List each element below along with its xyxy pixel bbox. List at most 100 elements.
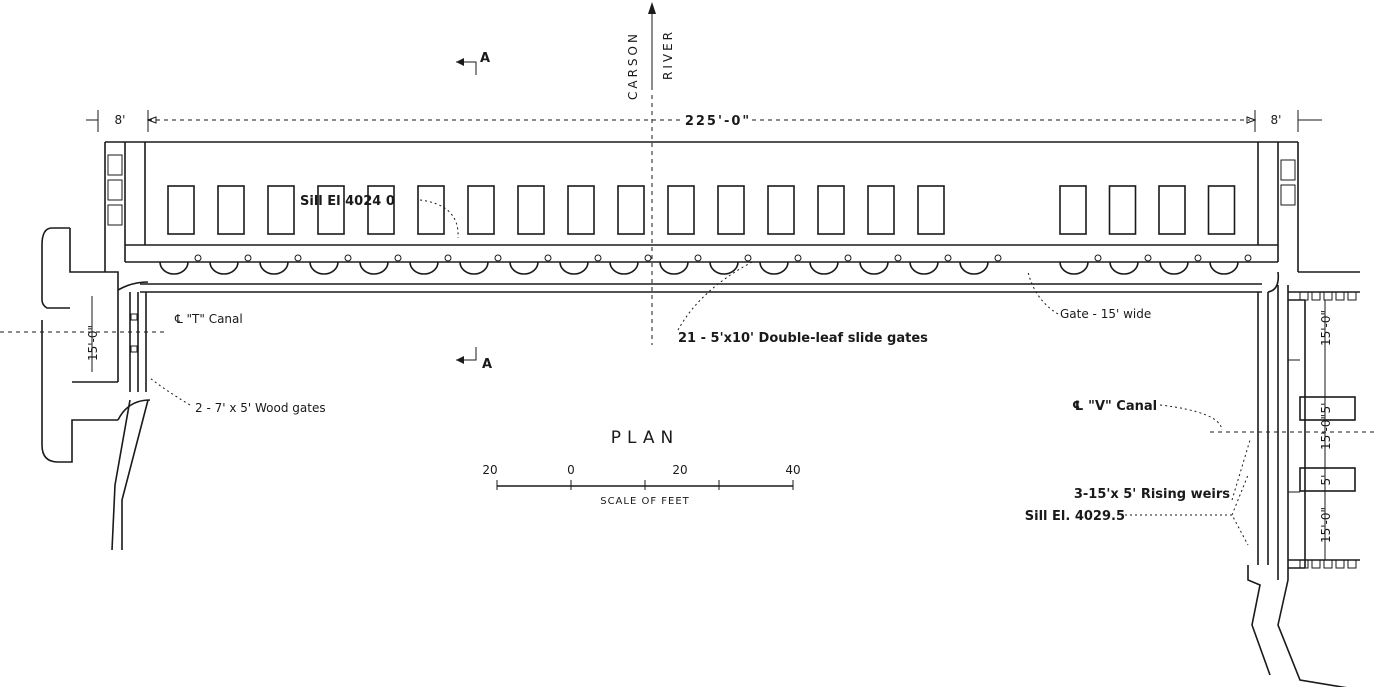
gate-pier [1059, 185, 1087, 235]
gate-hoist [744, 254, 752, 262]
gate-arc [909, 261, 939, 275]
gate-hoist [1094, 254, 1102, 262]
section-mark-bottom: A [456, 347, 492, 372]
gate-pier [217, 185, 245, 235]
gate-pier [167, 185, 195, 235]
gate-hoist [344, 254, 352, 262]
right-column-dimension: 15'-0" [1319, 507, 1333, 543]
gate-arc [459, 261, 489, 275]
gate-arc [1059, 261, 1089, 275]
north-arrow: CARSON RIVER [626, 2, 675, 345]
gate-hoist [1244, 254, 1252, 262]
t-canal-structure [0, 227, 165, 551]
scale-tick-20-right: 20 [672, 463, 687, 477]
sill-elevation-left-label: Sill El 4024 0 [300, 194, 395, 209]
right-column-dimension: 15'-0" [1319, 310, 1333, 346]
v-canal-label: ℄ "V" Canal [1072, 399, 1157, 414]
t-canal-label: ℄ "T" Canal [174, 312, 243, 326]
gate-pier [1207, 185, 1236, 235]
gate-pier [1158, 185, 1186, 235]
gate-hoist [844, 254, 852, 262]
scale-tick-0: 0 [567, 463, 575, 477]
gate-arc [409, 261, 439, 275]
gate-arc [759, 261, 789, 275]
slide-gates-label: 21 - 5'x10' Double-leaf slide gates [678, 331, 928, 346]
gate-arc [209, 261, 239, 275]
gate-arc [359, 261, 389, 275]
gate-pier [617, 185, 645, 235]
gate-hoist [644, 254, 652, 262]
slide-gate-piers [167, 185, 1236, 235]
sill-elevation-right-label: Sill El. 4029.5 [1025, 509, 1125, 524]
gate-width-label: Gate - 15' wide [1060, 307, 1151, 321]
right-column-dimension: 5' [1319, 475, 1333, 486]
gate-hoist [994, 254, 1002, 262]
gate-arc [509, 261, 539, 275]
rising-weirs-label: 3-15'x 5' Rising weirs [1074, 487, 1230, 502]
gate-arc [159, 261, 189, 275]
gate-hoist [794, 254, 802, 262]
gate-arc [1109, 261, 1139, 275]
section-mark-top-label: A [480, 51, 490, 66]
gate-arc [959, 261, 989, 275]
right-wall-dimension: 8' [1271, 113, 1282, 127]
gate-pier [467, 185, 495, 235]
overall-length-dimension: 225'-0" [685, 114, 751, 129]
wood-gates-label: 2 - 7' x 5' Wood gates [195, 401, 326, 415]
gate-arc [559, 261, 589, 275]
gate-hoist [894, 254, 902, 262]
scale-bar: 20 0 20 40 SCALE OF FEET [482, 463, 800, 507]
north-arrow-label-carson: CARSON [626, 31, 640, 100]
gate-pier [667, 185, 695, 235]
scale-tick-40: 40 [785, 463, 800, 477]
gate-pier [817, 185, 845, 235]
gate-pier [417, 185, 445, 235]
gate-hoist [444, 254, 452, 262]
gate-arcs [159, 254, 1252, 275]
gate-pier [767, 185, 795, 235]
gate-arc [609, 261, 639, 275]
gate-hoist [544, 254, 552, 262]
right-column-dimension: 5' [1319, 403, 1333, 414]
gate-pier [867, 185, 895, 235]
gate-hoist [294, 254, 302, 262]
right-column-dimensions: 15'-0"5'15'-0"5'15'-0" [1319, 310, 1333, 543]
gate-arc [1159, 261, 1189, 275]
gate-hoist [494, 254, 502, 262]
gate-hoist [194, 254, 202, 262]
gate-hoist [244, 254, 252, 262]
gate-arc [259, 261, 289, 275]
left-canal-width-dimension: 15'-0" [86, 325, 100, 361]
gate-arc [709, 261, 739, 275]
gate-pier [917, 185, 945, 235]
left-wall-dimension: 8' [115, 113, 126, 127]
scale-tick-20-left: 20 [482, 463, 497, 477]
gate-arc [659, 261, 689, 275]
v-canal-structure [1210, 271, 1375, 687]
gate-pier [717, 185, 745, 235]
gate-hoist [694, 254, 702, 262]
gate-arc [309, 261, 339, 275]
gate-arc [1209, 261, 1239, 275]
gate-hoist [1144, 254, 1152, 262]
gate-hoist [1194, 254, 1202, 262]
plan-title: PLAN [611, 428, 679, 448]
section-mark-bottom-label: A [482, 357, 492, 372]
gate-pier [267, 185, 295, 235]
gate-pier [567, 185, 595, 235]
scale-caption: SCALE OF FEET [600, 496, 690, 507]
gate-pier [1108, 185, 1137, 235]
gate-hoist [394, 254, 402, 262]
gate-hoist [594, 254, 602, 262]
dimension-lines [86, 110, 1326, 560]
north-arrow-label-river: RIVER [661, 29, 675, 80]
section-mark-top: A [456, 51, 490, 75]
gate-pier [517, 185, 545, 235]
gate-arc [809, 261, 839, 275]
gate-pier [367, 185, 395, 235]
right-column-dimension: 15'-0" [1319, 414, 1333, 450]
main-structure [104, 141, 1299, 293]
gate-hoist [944, 254, 952, 262]
gate-arc [859, 261, 889, 275]
